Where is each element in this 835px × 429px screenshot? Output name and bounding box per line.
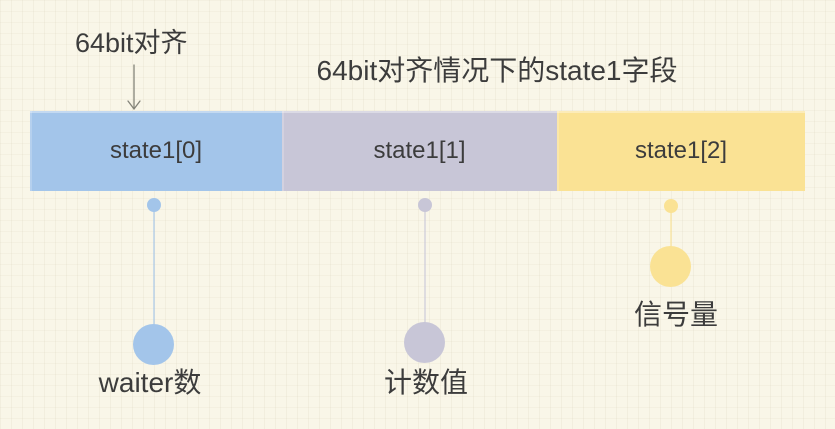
bar-segment-label: state1[0]: [109, 137, 203, 164]
callout-stem: [670, 206, 672, 267]
callout-bubble: [133, 324, 174, 365]
bar-segment-label: state1[2]: [634, 137, 728, 164]
align-annotation-label: 64bit对齐: [75, 28, 188, 58]
down-arrow-icon: [127, 64, 141, 110]
state1-memory-bar: state1[0] state1[1] state1[2]: [30, 111, 805, 191]
callout-bubble: [404, 322, 445, 363]
bar-segment-state1-2: state1[2]: [557, 111, 805, 191]
callout-anchor-dot: [147, 198, 161, 212]
bar-segment-state1-1: state1[1]: [282, 111, 557, 191]
callout-label-semaphore: 信号量: [633, 299, 719, 330]
bar-segment-label: state1[1]: [373, 137, 466, 164]
callout-label-waiter-count: waiter数: [98, 367, 202, 398]
callout-bubble: [650, 246, 691, 287]
callout-label-counter-value: 计数值: [383, 367, 469, 398]
callout-stem: [424, 205, 426, 343]
callout-anchor-dot: [664, 199, 678, 213]
diagram-title: 64bit对齐情况下的state1字段: [316, 55, 678, 86]
callout-stem: [153, 205, 155, 345]
callout-anchor-dot: [418, 198, 432, 212]
bar-segment-state1-0: state1[0]: [30, 111, 282, 191]
